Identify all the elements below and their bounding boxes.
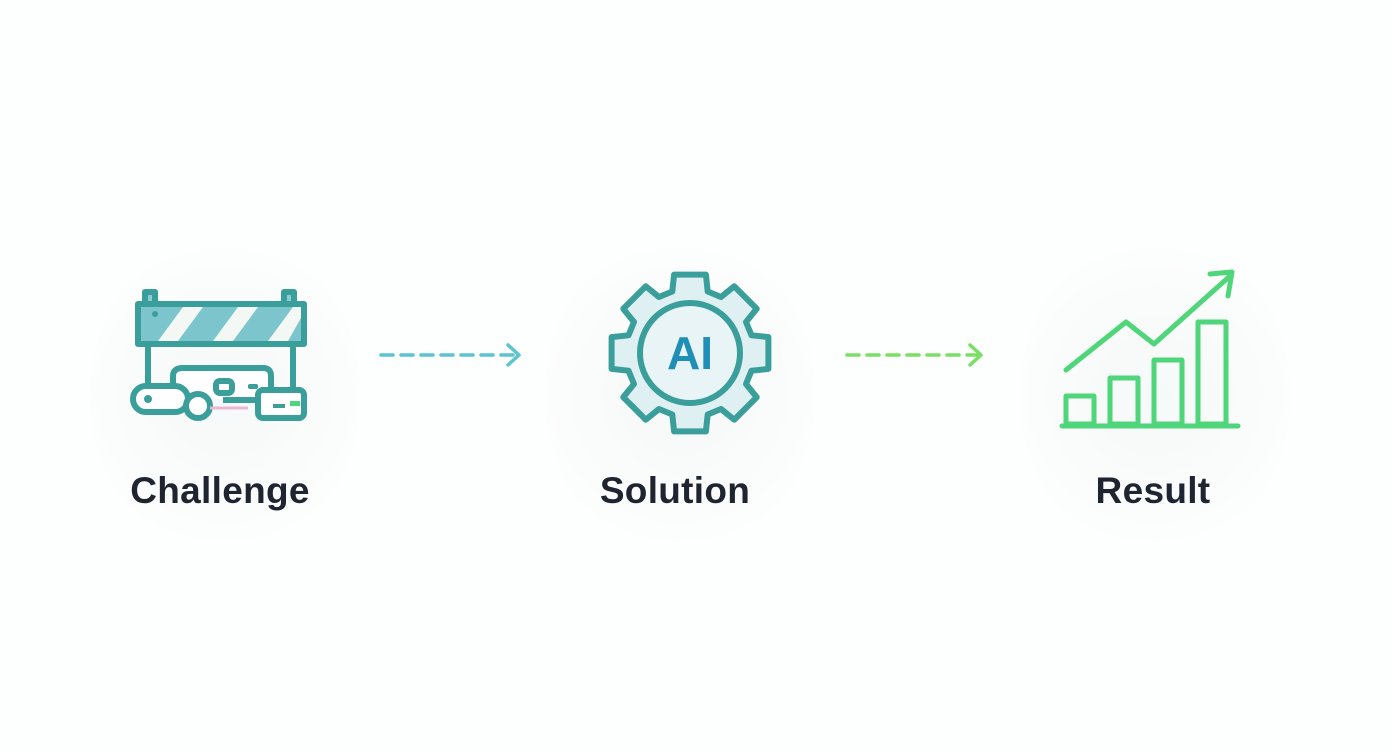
step-label-solution: Solution — [599, 470, 751, 511]
step-label-result: Result — [1095, 470, 1211, 511]
growth-chart-icon — [1059, 269, 1241, 429]
ai-gear-icon: AI — [608, 271, 772, 435]
step-label-challenge: Challenge — [130, 470, 310, 511]
road-barrier-icon — [130, 289, 307, 421]
arrow-challenge-to-solution — [379, 343, 521, 367]
ai-text: AI — [667, 327, 713, 379]
arrow-solution-to-result — [845, 343, 983, 367]
